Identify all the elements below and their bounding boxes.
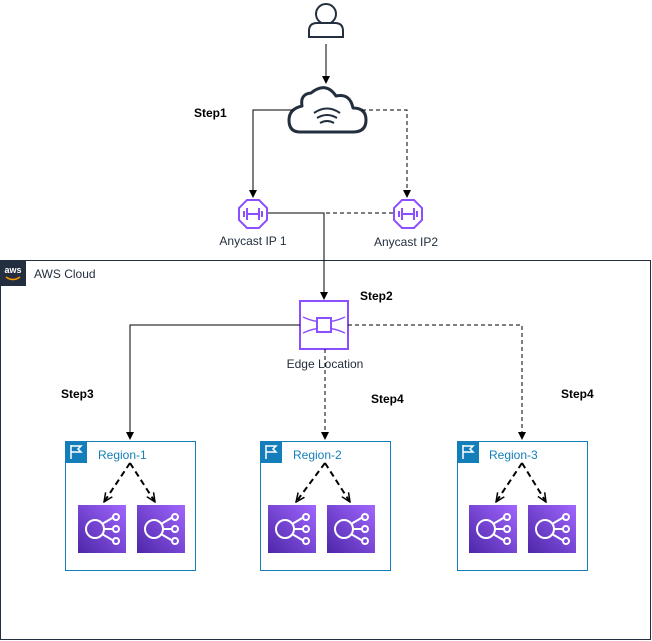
region-flag-icon [65,441,87,463]
region-3-label: Region-3 [489,448,538,462]
region-3-group: Region-3 [457,441,588,571]
region-2-group: Region-2 [260,441,391,571]
connector-region-2-to-lb-b [324,462,350,502]
anycast-ip-2-icon [393,199,423,229]
aws-logo-icon: aws [0,260,26,286]
region-flag-icon [457,441,479,463]
aws-cloud-group [0,260,651,640]
load-balancer-icon [469,505,517,553]
region-1-label: Region-1 [98,448,147,462]
step4-label-region-2: Step4 [371,392,404,406]
anycast-ip-1-icon [238,199,268,229]
anycast-ip-2-label: Anycast IP2 [374,235,438,249]
aws-logo-text: aws [4,265,21,275]
load-balancer-icon [528,505,576,553]
step2-label: Step2 [360,289,393,303]
connector-region-3-to-lb-b [521,462,546,502]
connector-edge-to-region-3 [348,324,526,440]
connector-anycast-ip-1-to-edge [268,212,328,300]
connector-region-1-to-lb-b [129,462,155,502]
step1-label: Step1 [194,106,227,120]
connector-region-1-to-lb-a [104,462,131,502]
region-flag-icon [260,441,282,463]
load-balancer-icon [137,505,185,553]
load-balancer-icon [78,505,126,553]
load-balancer-icon [268,505,316,553]
step4-label-region-3: Step4 [561,387,594,401]
region-2-label: Region-2 [293,448,342,462]
connector-region-2-to-lb-a [296,462,326,502]
connector-region-3-to-lb-a [496,462,523,502]
aws-cloud-label: AWS Cloud [34,267,96,281]
connector-internet-to-anycast-ip-2 [362,109,411,198]
internet-cloud-icon [287,86,368,134]
region-1-group: Region-1 [65,441,196,571]
edge-location-icon [299,300,349,350]
connector-edge-to-region-1 [126,324,300,440]
user-icon [308,3,344,38]
anycast-ip-1-label: Anycast IP 1 [219,234,286,248]
step3-label: Step3 [61,387,94,401]
load-balancer-icon [327,505,375,553]
connector-internet-to-anycast-ip-1 [249,109,293,198]
